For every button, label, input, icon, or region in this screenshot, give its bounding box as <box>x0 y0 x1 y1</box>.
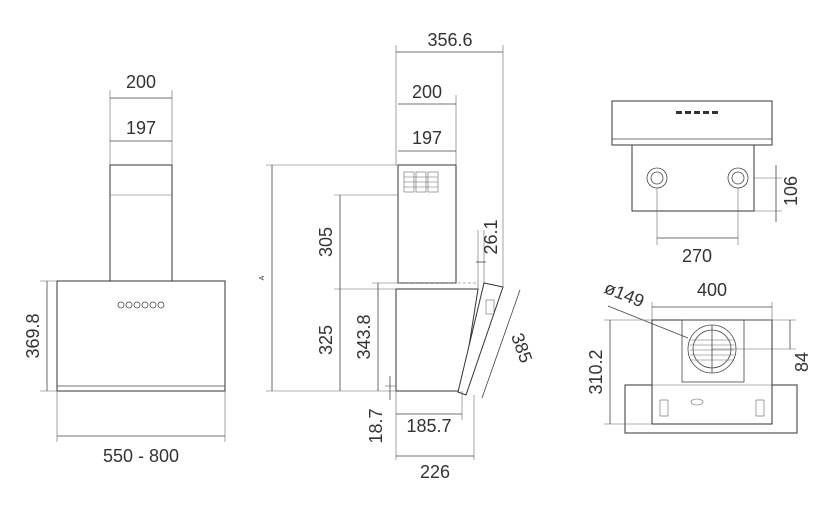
side-glass-panel <box>457 282 504 396</box>
top-outlet-spacing-dim: 270 <box>682 246 712 266</box>
top-buttons <box>676 111 718 114</box>
top-height-dim: 106 <box>781 176 801 206</box>
bottom-motor-housing <box>681 319 745 383</box>
front-hood-width-dim: 550 - 800 <box>103 446 179 466</box>
side-offset-dim: 26.1 <box>481 219 501 254</box>
side-chimney <box>397 164 457 284</box>
side-bottom-depth-dim: 185.7 <box>406 416 451 436</box>
side-total-depth-dim: 226 <box>420 462 450 482</box>
bottom-view: ø149 400 310.2 84 <box>586 277 812 434</box>
top-view: 106 270 <box>611 100 801 266</box>
side-chimney-inner-dim: 197 <box>412 128 442 148</box>
top-glass-panel <box>611 100 773 146</box>
vent-grille <box>403 171 439 193</box>
side-glass-length-dim: 385 <box>507 330 536 365</box>
side-height-label: A <box>259 275 266 280</box>
front-chimney-inner-dim: 197 <box>126 118 156 138</box>
side-bottom-thickness-dim: 18.7 <box>366 408 386 443</box>
front-hood-body <box>56 280 226 392</box>
side-chimney-outer-dim: 200 <box>412 82 442 102</box>
side-overall-depth-dim: 356.6 <box>427 30 472 50</box>
side-view: 356.6 200 197 A 305 325 343.8 26.1 385 <box>259 30 536 482</box>
top-hood-body <box>631 144 755 212</box>
front-chimney-outer-dim: 200 <box>126 72 156 92</box>
bottom-width-dim: 400 <box>697 280 727 300</box>
bottom-depth-dim: 310.2 <box>586 349 606 394</box>
front-view: 200 197 369.8 550 - 800 <box>23 72 226 466</box>
side-lower-height-dim: 325 <box>316 325 336 355</box>
control-buttons <box>117 301 165 309</box>
side-upper-height-dim: 305 <box>316 227 336 257</box>
front-hood-height-dim: 369.8 <box>23 313 43 358</box>
bottom-offset-dim: 84 <box>792 352 812 372</box>
side-hood-height-dim: 343.8 <box>354 314 374 359</box>
front-chimney <box>109 164 173 282</box>
